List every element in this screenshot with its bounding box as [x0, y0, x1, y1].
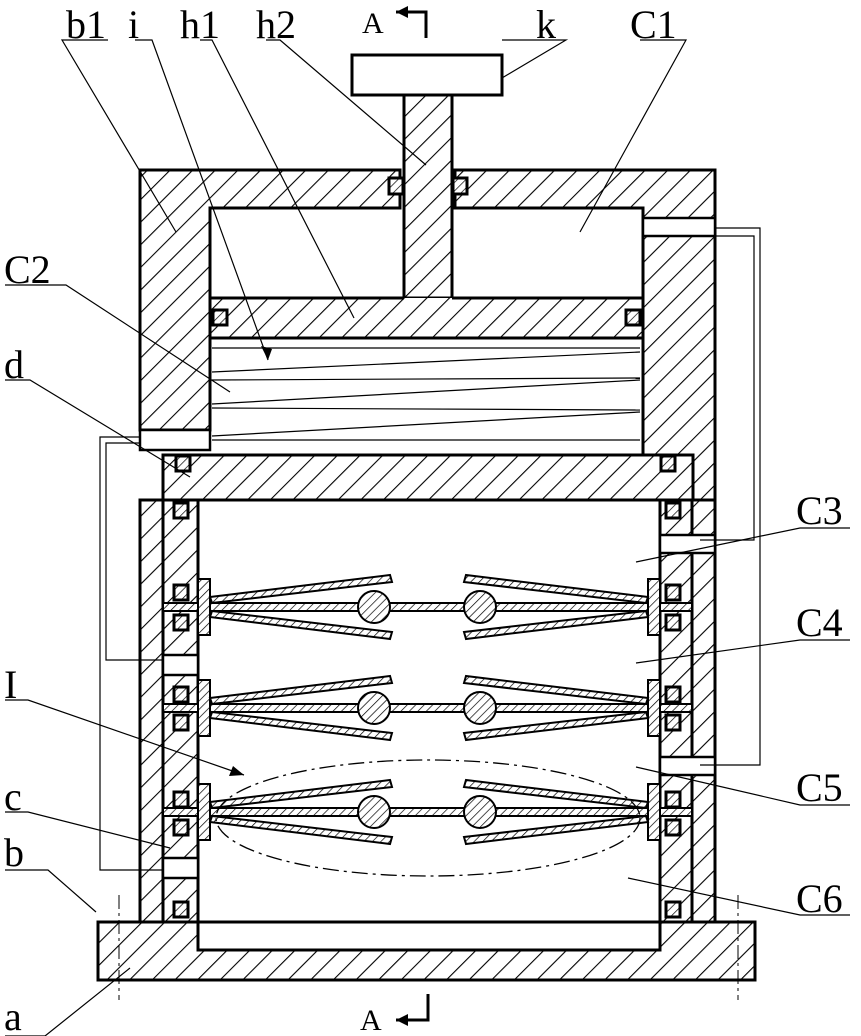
- label-c2: C2: [4, 247, 51, 292]
- separator-plate: [163, 455, 693, 500]
- valve-ball-left: [358, 591, 390, 623]
- label-i: i: [128, 2, 139, 47]
- label-k: k: [536, 2, 556, 47]
- svg-text:A: A: [360, 1004, 382, 1036]
- valve-bar: [163, 603, 692, 611]
- valve-bracket-left: [198, 680, 210, 736]
- label-i-detail: I: [4, 662, 17, 707]
- valve-ball-right: [464, 796, 496, 828]
- label-b1: b1: [66, 2, 106, 47]
- label-h2: h2: [256, 2, 296, 47]
- label-c4: C4: [796, 600, 843, 645]
- label-a: a: [4, 994, 22, 1036]
- valve-ball-right: [464, 692, 496, 724]
- label-b: b: [4, 830, 24, 875]
- valve-ball-left: [358, 692, 390, 724]
- valve-bar: [163, 704, 692, 712]
- valve-bracket-right: [648, 579, 660, 635]
- spring-lines: [212, 348, 640, 440]
- valve-bar: [163, 808, 692, 816]
- label-h1: h1: [180, 2, 220, 47]
- valve-bracket-left: [198, 784, 210, 840]
- label-c1: C1: [630, 2, 677, 47]
- section-mark-bottom: A: [360, 994, 428, 1036]
- svg-text:A: A: [362, 7, 384, 40]
- label-d: d: [4, 342, 24, 387]
- label-c: c: [4, 774, 22, 819]
- label-c5: C5: [796, 765, 843, 810]
- piston-plate: [210, 298, 643, 338]
- label-c6: C6: [796, 876, 843, 921]
- valve-ball-left: [358, 796, 390, 828]
- label-c3: C3: [796, 488, 843, 533]
- valve-bracket-left: [198, 579, 210, 635]
- valve-bracket-right: [648, 680, 660, 736]
- valve-bracket-right: [648, 784, 660, 840]
- section-mark-top: A: [362, 6, 426, 40]
- valve-ball-right: [464, 591, 496, 623]
